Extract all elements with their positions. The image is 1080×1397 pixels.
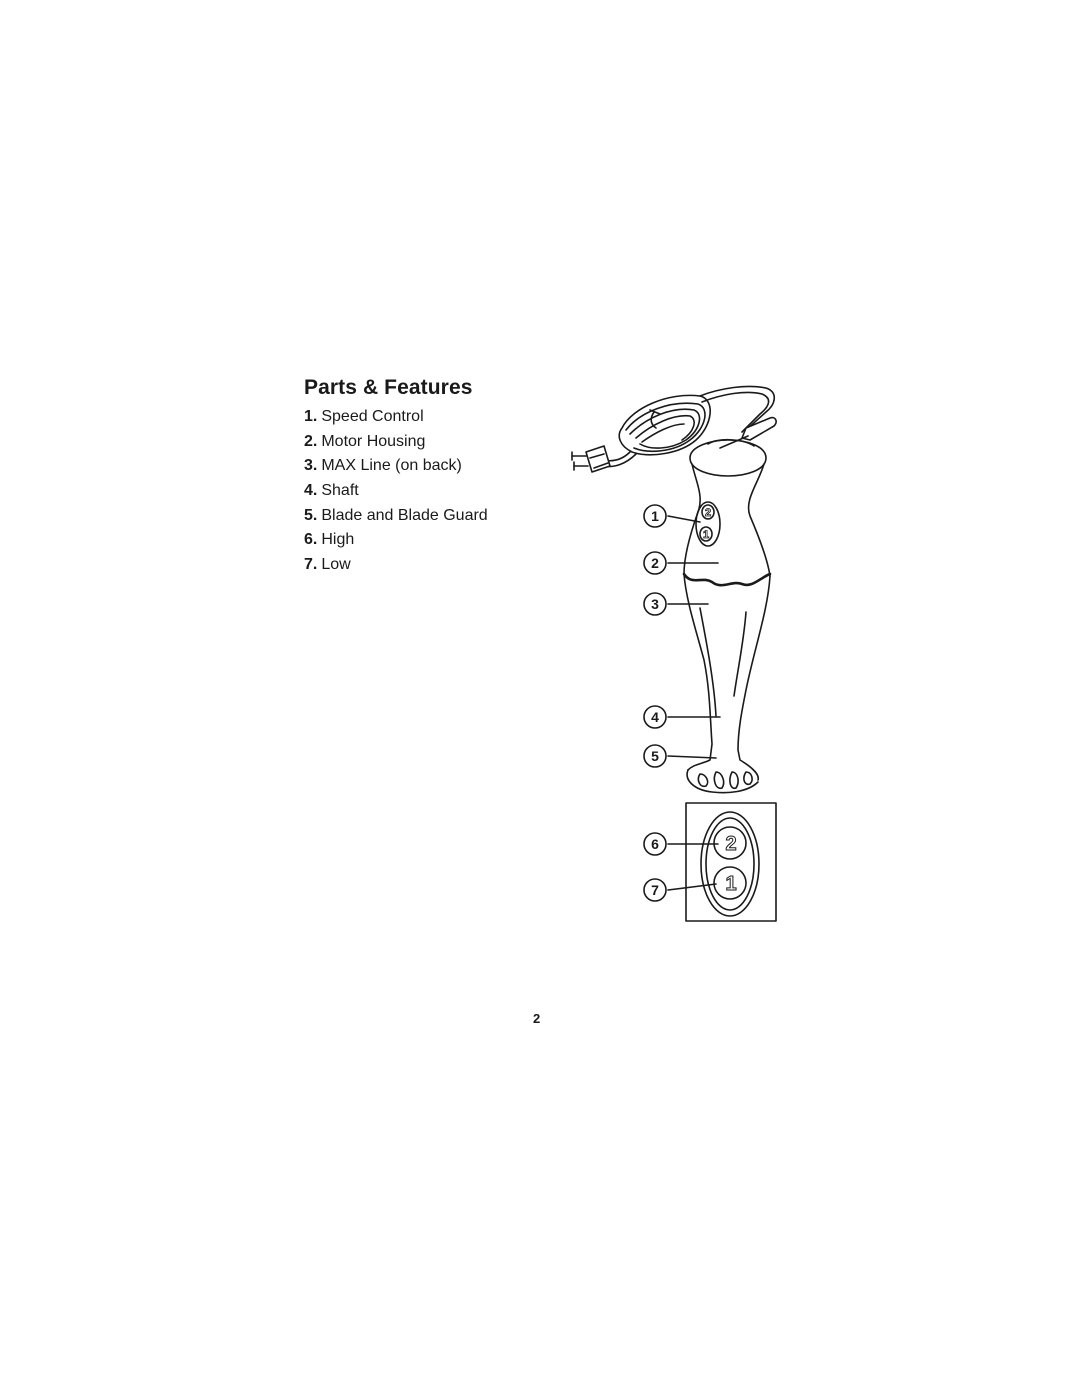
- item-number: 4.: [304, 482, 318, 500]
- parts-list-item: 5.Blade and Blade Guard: [304, 505, 488, 530]
- item-label: MAX Line (on back): [321, 457, 462, 475]
- inset-button-panel: [700, 811, 760, 917]
- body-low-button-glyph: 1: [703, 529, 709, 541]
- blender-body: [683, 416, 777, 781]
- parts-list-item: 6.High: [304, 529, 488, 554]
- callout-5: 5: [651, 748, 659, 764]
- callout-circle: [643, 705, 667, 729]
- plug-icon: [571, 445, 611, 473]
- item-number: 5.: [304, 506, 318, 524]
- speed-control: [695, 501, 721, 547]
- blade-guard: [686, 769, 759, 794]
- callout-2: 2: [651, 555, 659, 571]
- blender-drawing: 1 2 3 4 5 6 7 2 1 2 1: [571, 385, 777, 922]
- callout-1: 1: [651, 508, 659, 524]
- item-label: Low: [321, 556, 351, 574]
- callout-circle: [643, 878, 667, 902]
- callout-circle: [643, 592, 667, 616]
- callout-3: 3: [651, 596, 659, 612]
- parts-list-item: 3.MAX Line (on back): [304, 455, 488, 480]
- callout-4: 4: [651, 709, 659, 725]
- item-label: High: [321, 531, 355, 549]
- item-number: 1.: [304, 408, 318, 425]
- max-line: [682, 572, 772, 587]
- cord-icon: [601, 385, 776, 468]
- item-number: 6.: [304, 531, 318, 549]
- inset-box: [685, 802, 777, 922]
- item-label: Blade and Blade Guard: [321, 506, 488, 524]
- hand-blender-illustration: 1 2 3 4 5 6 7 2 1 2 1: [560, 370, 800, 935]
- callout-6: 6: [651, 836, 659, 852]
- item-label: Motor Housing: [321, 432, 426, 450]
- page-title: Parts & Features: [304, 376, 473, 399]
- item-number: 3.: [304, 457, 318, 475]
- high-button-glyph: 2: [725, 833, 736, 855]
- parts-list-item: 2.Motor Housing: [304, 431, 488, 456]
- item-number: 2.: [304, 432, 318, 450]
- callout-circle: [643, 832, 667, 856]
- item-number: 7.: [304, 556, 318, 574]
- parts-list-item: 4.Shaft: [304, 480, 488, 505]
- callout-circle: [643, 744, 667, 768]
- page-number: 2: [533, 1011, 541, 1026]
- item-label: Speed Control: [321, 408, 424, 425]
- item-label: Shaft: [321, 482, 359, 500]
- parts-list-item: 7.Low: [304, 554, 488, 579]
- parts-list-item: 1.Speed Control: [304, 406, 488, 431]
- callout-circle: [643, 551, 667, 575]
- parts-list: 1.Speed Control 2.Motor Housing 3.MAX Li…: [304, 406, 488, 579]
- callout-circle: [643, 504, 667, 528]
- callout-7: 7: [651, 882, 659, 898]
- body-high-button-glyph: 2: [705, 507, 711, 519]
- low-button-glyph: 1: [725, 873, 736, 895]
